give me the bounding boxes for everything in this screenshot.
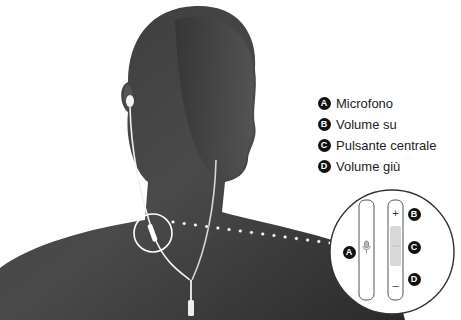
button-sign: – <box>390 279 402 291</box>
dotted-leader <box>171 220 332 245</box>
leader-dot <box>194 223 198 227</box>
earbud <box>126 95 134 107</box>
leader-dot <box>205 225 209 229</box>
part-name: Microfono <box>336 96 393 111</box>
callout-circle-large <box>330 190 454 314</box>
leader-dot <box>306 238 310 242</box>
leader-dot <box>182 222 186 226</box>
left-cable <box>130 107 190 280</box>
button-pill <box>388 200 403 300</box>
right-cable <box>192 160 216 280</box>
callout-letter: C <box>318 139 331 152</box>
callout-letter: D <box>318 160 331 173</box>
main-cable <box>190 280 192 302</box>
microphone-icon <box>363 241 370 253</box>
leader-dot <box>272 234 276 238</box>
leader-dot <box>171 220 175 224</box>
part-name: Volume su <box>336 117 397 132</box>
small-remote <box>147 224 158 243</box>
leader-dot <box>283 235 287 239</box>
callout-letter: B <box>408 208 421 221</box>
callout-letter: A <box>343 246 356 259</box>
callout-letter: A <box>318 97 331 110</box>
button-ridge <box>391 246 400 247</box>
leader-dot <box>238 229 242 233</box>
callout-letter: B <box>318 118 331 131</box>
leader-dot <box>261 232 265 236</box>
callout-circle-small <box>134 214 172 252</box>
microphone-pill <box>359 200 374 300</box>
leader-dot <box>227 228 231 232</box>
plug <box>188 300 194 316</box>
center-button <box>390 226 401 266</box>
leader-dot <box>250 231 254 235</box>
button-sign: + <box>390 207 402 219</box>
leader-dot <box>216 226 220 230</box>
callout-letter: D <box>408 273 421 286</box>
part-name: Volume giù <box>336 159 400 174</box>
leader-dot <box>317 240 321 244</box>
leader-dot <box>295 237 299 241</box>
face-shading <box>175 17 254 180</box>
callout-letter: C <box>408 241 421 254</box>
part-name: Pulsante centrale <box>336 138 436 153</box>
